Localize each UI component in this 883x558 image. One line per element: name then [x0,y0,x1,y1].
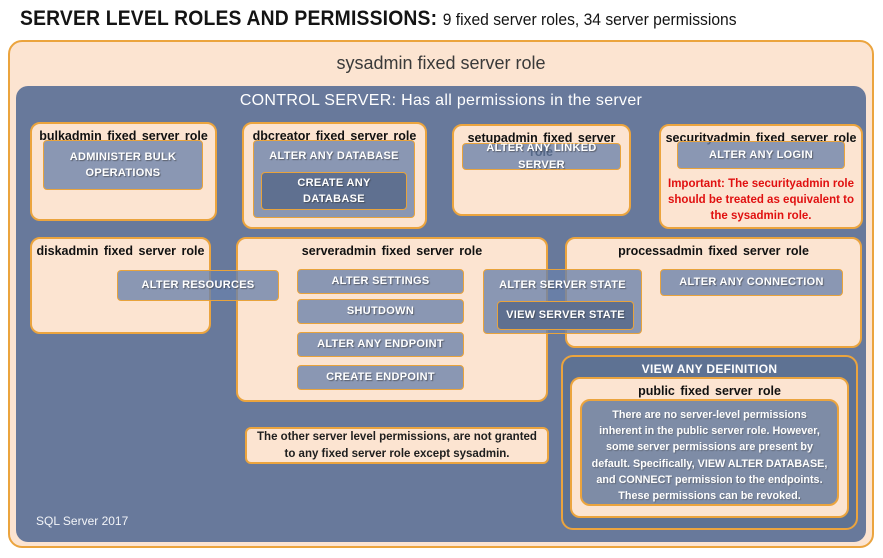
dbcreator-role-title: dbcreator fixed server role [252,129,417,143]
perm-alter-settings: ALTER SETTINGS [297,269,464,294]
page-title-strong: SERVER LEVEL ROLES AND PERMISSIONS: [20,7,438,30]
other-permissions-note: The other server level permissions, are … [245,427,549,464]
perm-alter-any-login: ALTER ANY LOGIN [677,141,845,169]
perm-alter-any-endpoint: ALTER ANY ENDPOINT [297,332,464,357]
securityadmin-warning: Important: The securityadmin role should… [668,178,854,223]
sysadmin-role-title: sysadmin fixed server role [336,53,546,73]
perm-create-any-database: CREATE ANY DATABASE [261,172,407,210]
sql-server-version-label: SQL Server 2017 [36,514,129,528]
perm-view-server-state: VIEW SERVER STATE [497,301,634,330]
diskadmin-role-title: diskadmin fixed server role [36,244,205,258]
processadmin-role-title: processadmin fixed server role [618,244,809,258]
page-title-rest: 9 fixed server roles, 34 server permissi… [442,10,737,29]
public-role-description: There are no server-level permissions in… [580,399,839,506]
perm-shutdown: SHUTDOWN [297,299,464,324]
perm-alter-any-linked-server: ALTER ANY LINKED SERVER [462,142,621,171]
perm-create-endpoint: CREATE ENDPOINT [297,365,464,390]
perm-alter-any-connection: ALTER ANY CONNECTION [660,269,843,296]
setupadmin-role-box: setupadmin fixed server role [452,124,631,216]
page-title: SERVER LEVEL ROLES AND PERMISSIONS:9 fix… [20,7,737,31]
public-role-title: public fixed server role [638,384,781,398]
perm-administer-bulk-operations: ADMINISTER BULK OPERATIONS [43,140,203,190]
bulkadmin-role-title: bulkadmin fixed server role [39,129,208,143]
perm-alter-resources: ALTER RESOURCES [117,270,279,301]
serveradmin-role-title: serveradmin fixed server role [301,244,483,258]
perm-view-any-definition: VIEW ANY DEFINITION [641,362,778,376]
control-server-title: CONTROL SERVER: Has all permissions in t… [239,92,643,109]
